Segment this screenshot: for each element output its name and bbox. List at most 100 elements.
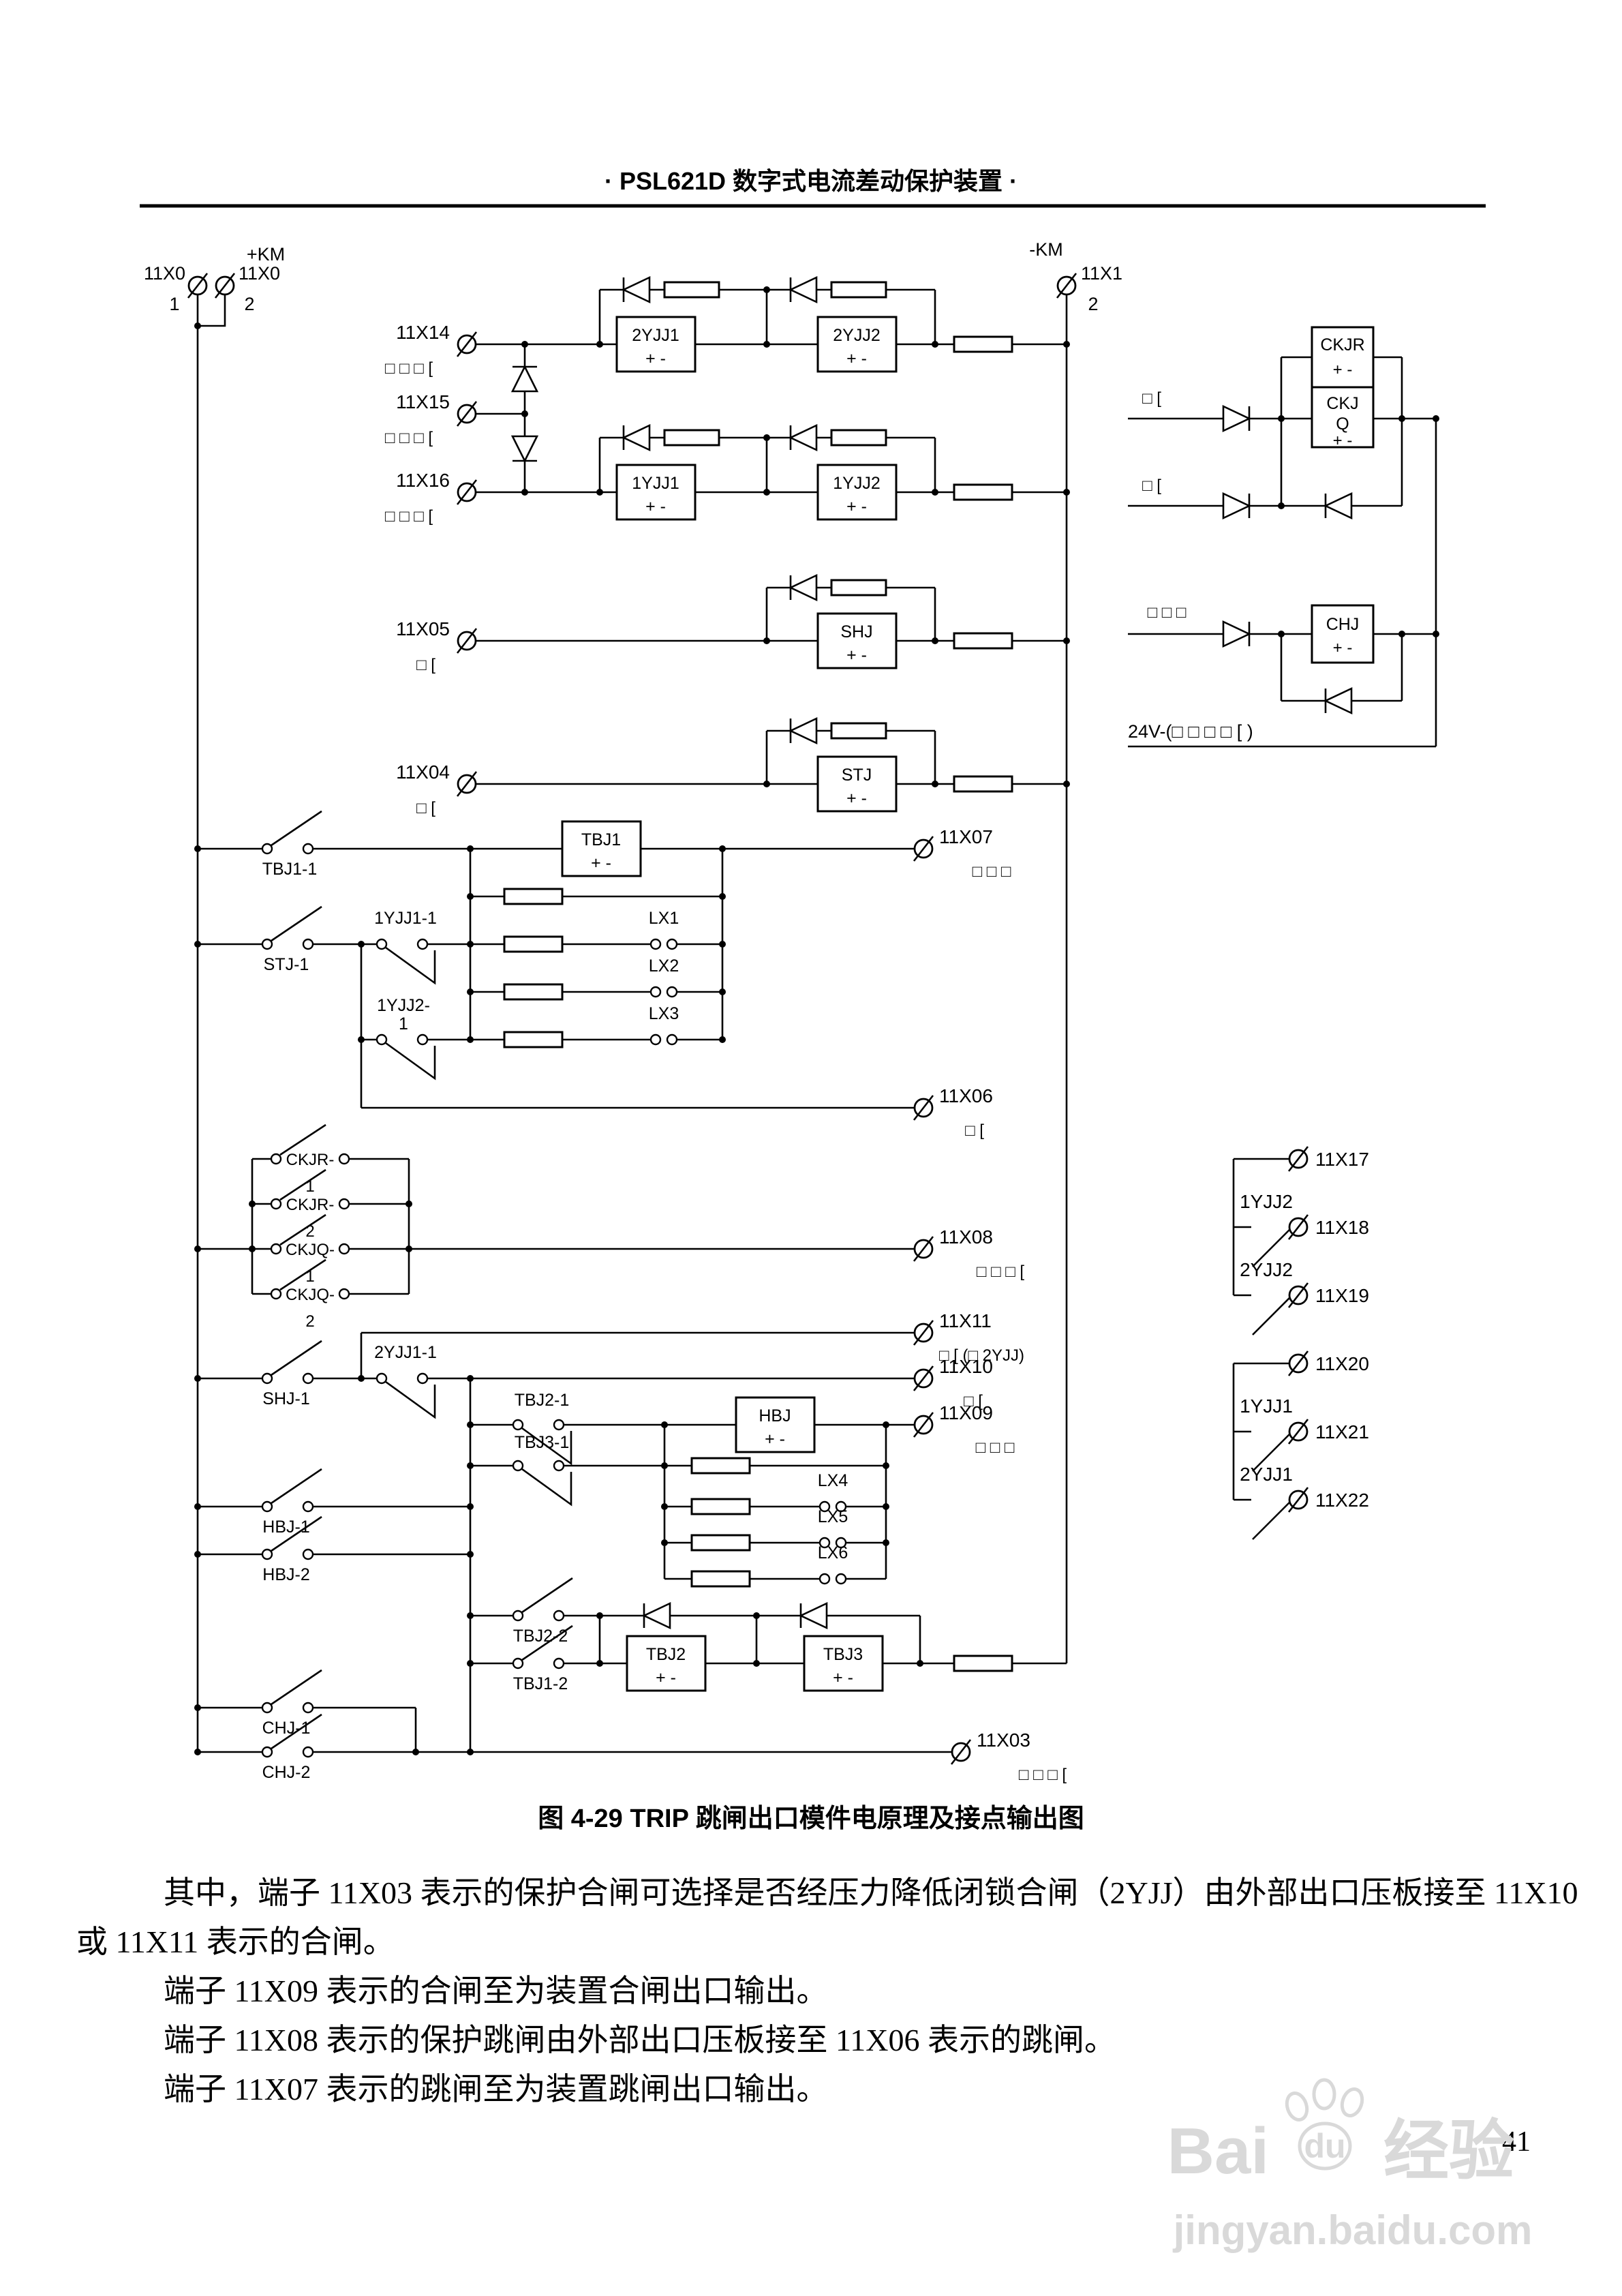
ckj-section: □ [ □ [ □ □ □ 24V-(□ □ □ □ [ ) CKJR + - …: [1128, 326, 1439, 748]
contact-tbj2-2-label: TBJ2-2: [513, 1627, 568, 1646]
coil-tbj3: [803, 1635, 884, 1692]
power-buses: +KM -KM 11X0 1 11X0 2 11X1 2: [144, 239, 1122, 1752]
bus-positive-label: +KM: [247, 244, 285, 265]
terminal-11x15: [456, 401, 478, 427]
link-lx4: [818, 1500, 847, 1513]
contact-hbj-2-label: HBJ-2: [262, 1565, 309, 1584]
watermark-brand-inner: du: [1304, 2127, 1345, 2165]
terminal-11x17: [1287, 1146, 1309, 1172]
terminal-11x04: [456, 771, 478, 797]
watermark-brand-suffix: 经验: [1383, 2115, 1514, 2188]
terminal-11x0-2: [214, 273, 236, 299]
terminal-11x14: [456, 331, 478, 357]
terminal-11x09-label: 11X09: [939, 1402, 993, 1423]
header-title: · PSL621D 数字式电流差动保护装置 ·: [605, 167, 1017, 195]
terminal-11x09: [913, 1412, 934, 1438]
body-p1-line2: 或 11X11 表示的合闸。: [76, 1924, 395, 1959]
coil-shj-label: SHJ: [840, 622, 872, 641]
coil-ckjq-label2: Q: [1336, 414, 1349, 434]
terminal-11x15-desc: □ □ □ [: [385, 429, 433, 447]
switch-ckjq-1: [270, 1213, 350, 1255]
coil-row-2yjj: 11X14 □ □ □ [ 2YJJ1 + - 2YJJ2 + -: [385, 275, 1070, 378]
contact-1yjj2-1-label-a: 1YJJ2-: [377, 996, 430, 1015]
terminal-11x18-label: 11X18: [1315, 1217, 1369, 1238]
coil-1yjj1: [615, 464, 697, 521]
coil-chj-polarity: + -: [1333, 639, 1353, 657]
coil-chj: [1311, 604, 1375, 664]
watermark-url: jingyan.baidu.com: [1173, 2207, 1533, 2253]
terminal-11x17-label: 11X17: [1315, 1149, 1369, 1170]
switch-shj-1: [261, 1340, 322, 1385]
terminal-11x21-label: 11X21: [1315, 1421, 1369, 1442]
terminal-11x03-label: 11X03: [977, 1729, 1030, 1751]
coil-2yjj1-polarity: + -: [645, 349, 666, 368]
contact-1yjj1-1-label: 1YJJ1-1: [374, 909, 437, 928]
link-lx1-label: LX1: [649, 909, 679, 928]
coil-2yjj2: [816, 316, 898, 373]
coil-row-1yjj: 11X16 □ □ □ [ 1YJJ1 + - 1YJJ2 + -: [385, 423, 1070, 526]
coil-hbj-polarity: + -: [765, 1430, 785, 1449]
terminal-11x06: [913, 1095, 934, 1121]
caption-text: 图 4-29 TRIP 跳闸出口模件电原理及接点输出图: [538, 1804, 1084, 1833]
terminal-11x08: [913, 1236, 934, 1262]
coil-1yjj2-polarity: + -: [846, 497, 867, 516]
switch-chj-1: [261, 1669, 322, 1714]
ckj-input-b-label: □ [: [1142, 477, 1161, 495]
terminal-11x03: [950, 1739, 972, 1765]
terminal-11x06-label: 11X06: [939, 1085, 993, 1106]
coil-ckjq-polarity: + -: [1333, 432, 1353, 450]
coil-chj-label: CHJ: [1326, 615, 1360, 634]
terminal-11x14-label: 11X14: [396, 322, 450, 343]
terminal-11x21: [1287, 1419, 1309, 1445]
contact-out-2yjj2-label: 2YJJ2: [1240, 1259, 1293, 1280]
contact-1yjj2-1-label-b: 1: [399, 1014, 408, 1033]
body-p2: 端子 11X09 表示的合闸至为装置合闸出口输出。: [164, 1974, 828, 2008]
coil-tbj2-label: TBJ2: [646, 1645, 686, 1664]
terminal-11x10-desc: □ [: [964, 1392, 983, 1410]
switch-hbj-2: [261, 1515, 322, 1560]
coil-ckjq: [1311, 386, 1375, 449]
tbj2-tbj3-rows: TBJ2-2 TBJ1-2 TBJ2 + - TBJ3 + -: [467, 1577, 1067, 1693]
coil-1yjj1-polarity: + -: [645, 497, 666, 516]
switch-chj-2: [261, 1713, 322, 1758]
coil-2yjj2-polarity: + -: [846, 349, 867, 368]
terminal-11x05-label: 11X05: [396, 618, 450, 639]
body-p4: 端子 11X07 表示的跳闸至为装置跳闸出口输出。: [164, 2072, 828, 2106]
bus-negative-label: -KM: [1029, 239, 1063, 260]
terminal-11x20-label: 11X20: [1315, 1353, 1369, 1374]
terminal-11x08-desc: □ □ □ [: [977, 1263, 1024, 1281]
coil-tbj1-label: TBJ1: [581, 830, 621, 849]
coil-stj-polarity: + -: [846, 789, 867, 808]
switch-ckjr-1: [270, 1123, 350, 1165]
terminal-11x10: [913, 1365, 934, 1391]
terminal-11x19-label: 11X19: [1315, 1285, 1369, 1306]
contact-hbj-1-label: HBJ-1: [262, 1517, 309, 1537]
terminal-11x16: [456, 479, 478, 505]
link-lx6: [818, 1573, 847, 1585]
coil-tbj2-polarity: + -: [656, 1668, 676, 1687]
terminal-11x22-label: 11X22: [1315, 1490, 1369, 1511]
resistor: [953, 1655, 1013, 1672]
switch-1yjj1-1: [376, 938, 436, 985]
hbj-output-rows: TBJ2-1 TBJ3-1 HBJ + - LX4 LX5 LX6 HBJ-1 …: [194, 1391, 1015, 1588]
terminal-11x0-2-pin: 2: [244, 294, 254, 314]
switch-2yjj1-1: [376, 1372, 436, 1419]
link-lx1: [649, 938, 678, 950]
switch-ckjq-2: [270, 1258, 350, 1300]
contact-chj-1-label: CHJ-1: [262, 1719, 311, 1738]
coil-shj: [816, 612, 898, 669]
coil-tbj3-label: TBJ3: [823, 1645, 863, 1664]
link-lx3: [649, 1033, 678, 1046]
coil-ckjr: [1311, 326, 1375, 389]
switch-1yjj2-1: [376, 1033, 436, 1081]
coil-1yjj1-label: 1YJJ1: [632, 474, 679, 493]
switch-ckjr-2: [270, 1168, 350, 1210]
terminal-11x07-label: 11X07: [939, 826, 993, 847]
contact-2yjj1-1-label: 2YJJ1-1: [374, 1343, 437, 1362]
terminal-11x15-chain: 11X15 □ □ □ [: [385, 344, 539, 492]
link-lx3-label: LX3: [649, 1004, 679, 1023]
terminal-11x10-label: 11X10: [939, 1356, 993, 1377]
coil-tbj3-polarity: + -: [833, 1668, 853, 1687]
coil-stj-label: STJ: [842, 766, 872, 785]
